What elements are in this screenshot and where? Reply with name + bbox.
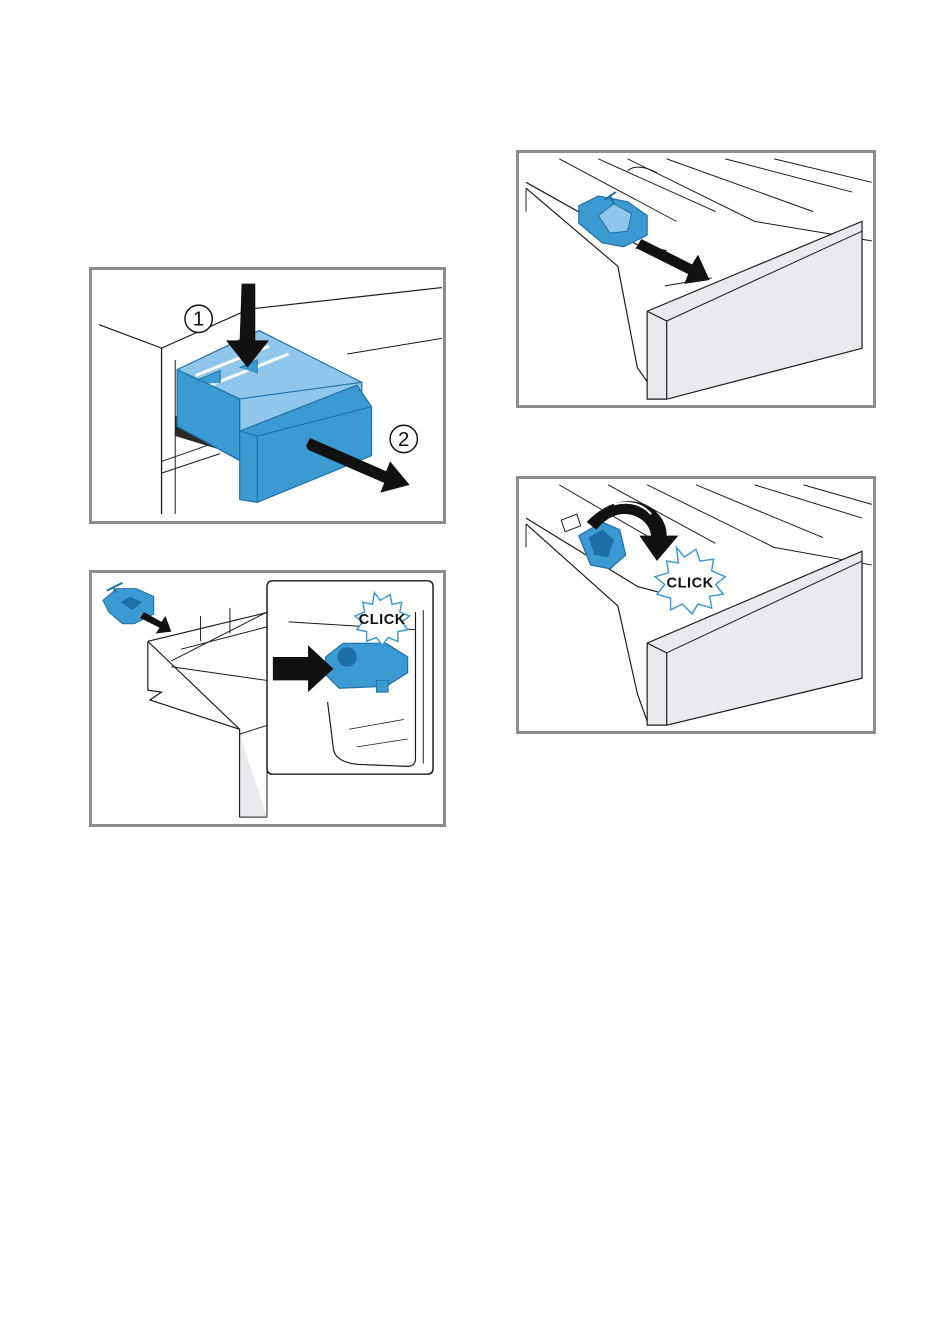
figure-remove-drawer: 1 2 [89, 267, 446, 524]
insert-insert-illustration: CLICK [92, 573, 443, 824]
figure-pull-insert [516, 150, 876, 408]
figure-rotate-insert: CLICK [516, 476, 876, 734]
click-label: CLICK [667, 575, 714, 591]
figure-insert-insert: CLICK [89, 570, 446, 827]
click-label: CLICK [359, 612, 406, 628]
right-arrow-icon [635, 239, 709, 284]
step-1-label: 1 [193, 308, 204, 331]
click-burst-icon: CLICK [655, 547, 725, 613]
pull-insert-illustration [519, 153, 873, 405]
step-2-label: 2 [398, 428, 409, 451]
remove-drawer-illustration: 1 2 [92, 270, 443, 521]
rotate-insert-illustration: CLICK [519, 479, 873, 731]
